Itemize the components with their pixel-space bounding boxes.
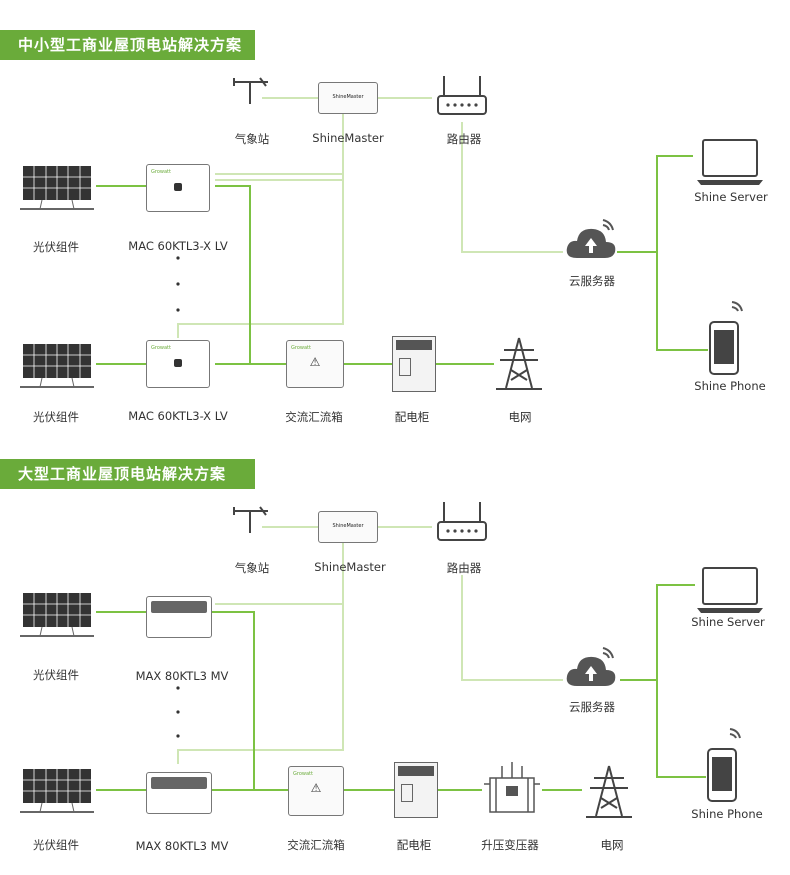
pv-module-label: 光伏组件	[33, 668, 79, 682]
shinemaster-label: ShineMaster	[314, 560, 386, 574]
inverter-label: MAX 80KTL3 MV	[135, 839, 229, 853]
transformer-icon	[484, 762, 540, 813]
phone-icon	[707, 728, 741, 802]
phone-icon	[709, 301, 743, 375]
weather-station-label: 气象站	[234, 132, 270, 146]
shinemaster-label: ShineMaster	[312, 131, 384, 145]
solar-panel-icon	[20, 593, 94, 637]
shine-server-label: Shine Server	[691, 615, 765, 629]
shine-phone-label: Shine Phone	[691, 807, 763, 821]
router-label: 路由器	[446, 561, 482, 575]
grid-label: 电网	[600, 838, 624, 852]
distribution-cabinet	[392, 336, 436, 392]
weather-station-icon	[233, 77, 268, 104]
solar-panel-icon	[20, 344, 94, 388]
ellipsis-dots	[176, 256, 180, 738]
cabinet-label: 配电柜	[396, 838, 432, 852]
inverter-label: MAC 60KTL3-X LV	[128, 409, 228, 423]
cloud-server-icon	[566, 647, 616, 686]
shinemaster-badge: ShineMaster	[332, 523, 364, 529]
transformer-label: 升压变压器	[481, 838, 539, 852]
laptop-icon	[697, 567, 763, 613]
pv-module-label: 光伏组件	[33, 410, 79, 424]
power-pylon-icon	[496, 337, 542, 390]
laptop-icon	[697, 139, 763, 185]
combiner-label: 交流汇流箱	[285, 410, 343, 424]
solar-panel-icon	[20, 166, 94, 210]
inverter-label: MAX 80KTL3 MV	[135, 669, 229, 683]
cloud-label: 云服务器	[569, 274, 615, 288]
router-label: 路由器	[446, 132, 482, 146]
shinemaster-device: ShineMaster	[318, 82, 378, 114]
combiner-box: Growatt ⚠	[288, 766, 344, 816]
combiner-brand: Growatt	[293, 771, 313, 777]
pv-module-label: 光伏组件	[33, 240, 79, 254]
power-pylon-icon	[586, 765, 632, 818]
inverter-brand: Growatt	[151, 169, 171, 175]
combiner-box: Growatt ⚠	[286, 340, 344, 388]
inverter-device	[146, 772, 212, 814]
inverter-brand: Growatt	[151, 345, 171, 351]
section1-title: 中小型工商业屋顶电站解决方案	[18, 36, 243, 54]
shinemaster-badge: ShineMaster	[332, 94, 364, 100]
grid-label: 电网	[508, 410, 532, 424]
cloud-server-icon	[566, 219, 616, 258]
shine-server-label: Shine Server	[694, 190, 768, 204]
combiner-label: 交流汇流箱	[287, 838, 345, 852]
cloud-label: 云服务器	[569, 700, 615, 714]
inverter-device: Growatt	[146, 164, 210, 212]
router-icon	[437, 502, 487, 541]
inverter-device	[146, 596, 212, 638]
section1-banner: 中小型工商业屋顶电站解决方案	[0, 30, 255, 60]
shinemaster-device: ShineMaster	[318, 511, 378, 543]
shine-phone-label: Shine Phone	[694, 379, 766, 393]
section2-banner: 大型工商业屋顶电站解决方案	[0, 459, 255, 489]
weather-station-icon	[233, 506, 268, 533]
cabinet-label: 配电柜	[394, 410, 430, 424]
weather-station-label: 气象站	[234, 561, 270, 575]
section2-title: 大型工商业屋顶电站解决方案	[18, 465, 227, 483]
inverter-label: MAC 60KTL3-X LV	[128, 239, 228, 253]
combiner-brand: Growatt	[291, 345, 311, 351]
router-icon	[437, 76, 487, 115]
distribution-cabinet	[394, 762, 438, 818]
inverter-device: Growatt	[146, 340, 210, 388]
solar-panel-icon	[20, 769, 94, 813]
pv-module-label: 光伏组件	[33, 838, 79, 852]
